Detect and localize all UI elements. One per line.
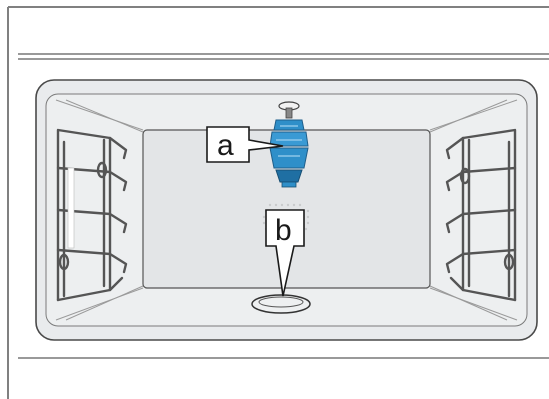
callout-a-box (206, 126, 284, 163)
label-b: b (275, 214, 292, 247)
right-shelf-rack (445, 128, 517, 302)
ceiling-lamp (269, 101, 309, 188)
callout-a: a (206, 126, 284, 163)
perspective-lines (55, 99, 518, 321)
left-wall-panel (67, 167, 75, 249)
callout-b: b (265, 209, 305, 297)
label-a: a (217, 129, 234, 162)
callout-b-box (265, 209, 305, 297)
floor-opening (251, 294, 311, 314)
left-shelf-rack (56, 128, 128, 302)
